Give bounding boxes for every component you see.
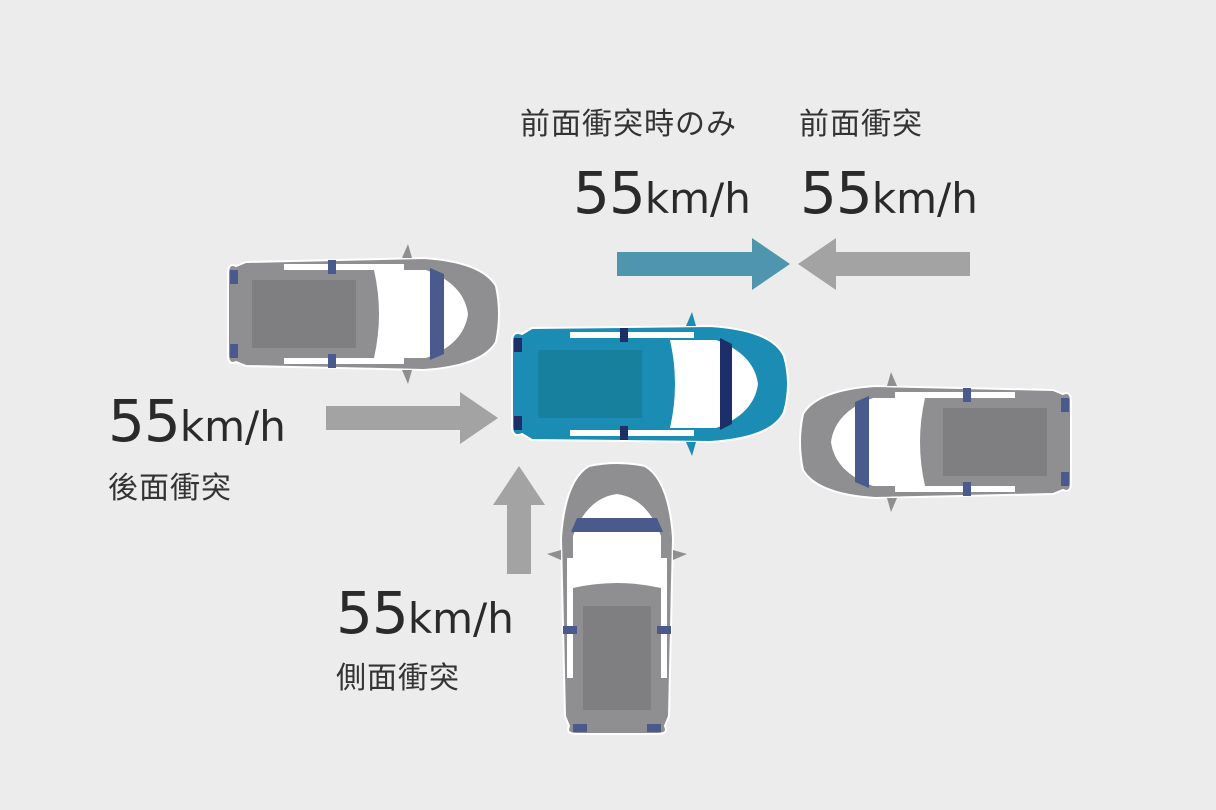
- rear-speed-unit: km/h: [179, 402, 286, 451]
- front-only-title: 前面衝突時のみ: [520, 107, 737, 142]
- front-only-speed-unit: km/h: [644, 174, 751, 223]
- car-front: [799, 372, 1072, 512]
- front-speed-unit: km/h: [871, 174, 978, 223]
- side-title: 側面衝突: [336, 661, 460, 696]
- car-self: [511, 312, 789, 456]
- rear-speed: 55km/h: [108, 392, 286, 450]
- arrow-front: [798, 238, 970, 290]
- arrow-rear: [326, 392, 498, 444]
- front-only-speed-value: 55: [573, 159, 646, 227]
- arrow-side: [493, 466, 545, 574]
- front-speed: 55km/h: [800, 164, 978, 222]
- side-speed: 55km/h: [336, 584, 514, 642]
- car-rear: [227, 244, 500, 384]
- front-speed-value: 55: [800, 159, 873, 227]
- rear-title: 後面衝突: [108, 471, 232, 506]
- side-speed-unit: km/h: [407, 594, 514, 643]
- rear-speed-value: 55: [108, 387, 181, 455]
- arrow-front-only: [617, 238, 790, 290]
- front-only-speed: 55km/h: [573, 164, 751, 222]
- side-speed-value: 55: [336, 579, 409, 647]
- front-title: 前面衝突: [799, 107, 923, 142]
- car-side: [547, 462, 687, 735]
